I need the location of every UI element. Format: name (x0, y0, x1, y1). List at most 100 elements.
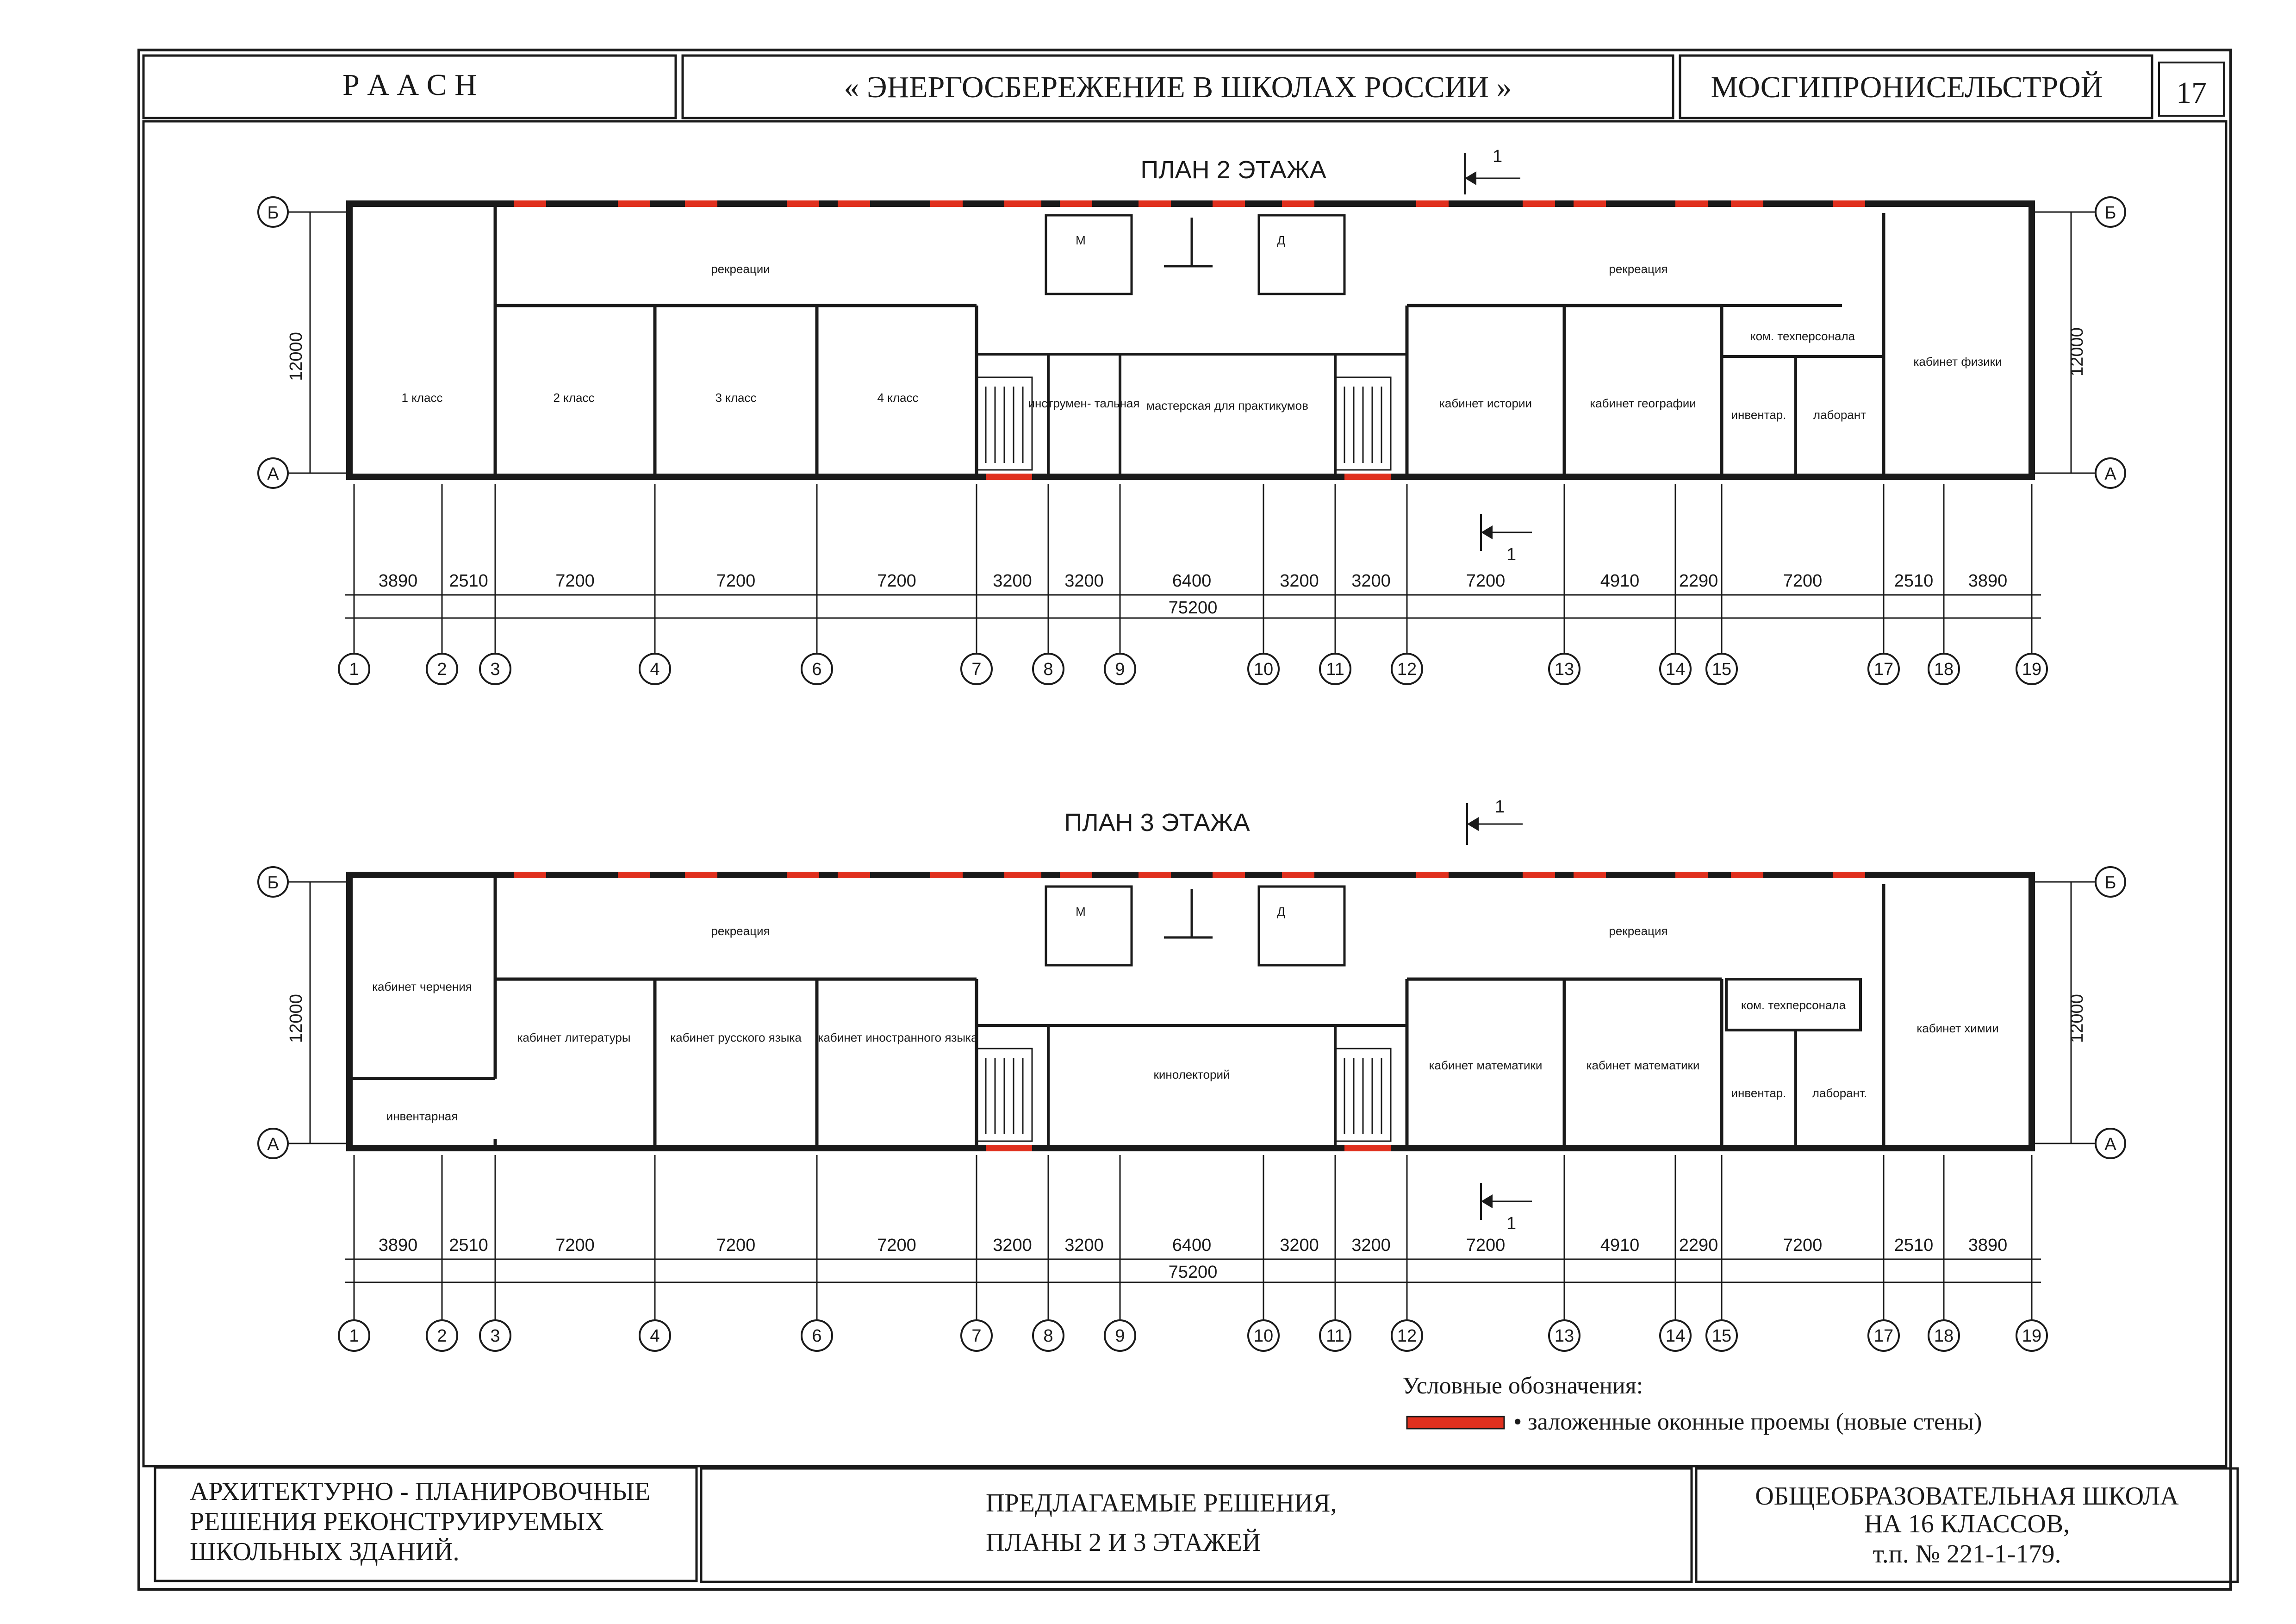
svg-text:1: 1 (1493, 147, 1502, 166)
infilled-window (1139, 200, 1171, 207)
infilled-window (1004, 200, 1041, 207)
width-dimension: 12000 (2067, 327, 2087, 376)
span-dimension: 2510 (449, 571, 488, 591)
footer-right-line: ОБЩЕОБРАЗОВАТЕЛЬНАЯ ШКОЛА (1755, 1482, 2179, 1511)
infilled-window (986, 1145, 1032, 1151)
axis-bubble (426, 1319, 458, 1352)
axis-bubble (426, 653, 458, 685)
axis-label: 12 (1397, 660, 1417, 679)
span-dimension: 7200 (1466, 571, 1506, 591)
axis-label: 19 (2022, 1326, 2041, 1346)
infilled-window (1213, 200, 1245, 207)
room-label: кабинет истории (1439, 396, 1532, 410)
span-dimension: 2290 (1679, 1236, 1718, 1255)
axis-bubble (1867, 1319, 1900, 1352)
floor-plan-3: ПЛАН 3 ЭТАЖА 1 (257, 797, 2126, 1352)
axis-bubble (479, 653, 511, 685)
infilled-window (514, 872, 546, 878)
room-label: рекреация (1609, 262, 1668, 276)
axis-label: 1 (349, 1326, 359, 1346)
infilled-window (1675, 872, 1708, 878)
room-label: рекреация (711, 924, 770, 938)
axis-bubble (960, 653, 993, 685)
infilled-window (618, 872, 650, 878)
axis-bubble (1104, 653, 1136, 685)
header-title: « ЭНЕРГОСБЕРЕЖЕНИЕ В ШКОЛАХ РОССИИ » (844, 70, 1512, 104)
axis-bubble (1705, 1319, 1738, 1352)
infilled-window (1004, 872, 1041, 878)
axis-label: 12 (1397, 1326, 1417, 1346)
axis-bubble (1928, 653, 1960, 685)
room-label: мастерская для практикумов (1146, 399, 1308, 412)
total-dimension: 75200 (1169, 598, 1218, 618)
stair-east (1334, 1048, 1392, 1142)
axis-bubble (1319, 653, 1351, 685)
axis-bubble (960, 1319, 993, 1352)
infilled-window (787, 200, 819, 207)
svg-text:Б: Б (2105, 873, 2116, 893)
span-dimension: 3200 (993, 571, 1032, 591)
dimension-chain: 1389022510372004720067200732008320096400… (338, 484, 2048, 685)
axis-label: 18 (1934, 1326, 1954, 1346)
footer-mid-line: ПРЕДЛАГАЕМЫЕ РЕШЕНИЯ, (986, 1489, 1337, 1518)
span-dimension: 7200 (1783, 1236, 1823, 1255)
room-label: 3 класс (716, 391, 757, 405)
infilled-window (1139, 872, 1171, 878)
axis-bubble (1104, 1319, 1136, 1352)
room-label: кинолекторий (1153, 1068, 1230, 1081)
axis-bubble (1867, 653, 1900, 685)
infilled-window (787, 872, 819, 878)
width-dimension: 12000 (286, 994, 306, 1043)
infilled-window (1416, 200, 1449, 207)
infilled-window (1731, 200, 1763, 207)
axis-a-right: А (2032, 457, 2126, 489)
infilled-window (1060, 872, 1092, 878)
span-dimension: 7200 (877, 571, 916, 591)
room-label: кабинет иностранного языка (818, 1031, 978, 1044)
axis-a-left: А (257, 457, 349, 489)
svg-text:А: А (267, 1135, 279, 1154)
infilled-window (1574, 872, 1606, 878)
footer-left-line: РЕШЕНИЯ РЕКОНСТРУИРУЕМЫХ (190, 1507, 604, 1536)
infilled-window (685, 872, 717, 878)
axis-bubble (2016, 653, 2048, 685)
width-dimension: 12000 (286, 332, 306, 381)
legend-swatch (1406, 1416, 1505, 1430)
axis-label: 14 (1666, 660, 1685, 679)
infilled-window (986, 474, 1032, 480)
axis-label: 9 (1115, 1326, 1125, 1346)
span-dimension: 6400 (1172, 571, 1212, 591)
infilled-window (1833, 872, 1865, 878)
svg-text:А: А (2104, 464, 2116, 484)
floor-plan-2: ПЛАН 2 ЭТАЖА 1 (257, 147, 2126, 685)
room-label: рекреации (711, 262, 770, 276)
room-label: кабинет физики (1913, 355, 2002, 369)
axis-label: 19 (2022, 660, 2041, 679)
axis-b-left: Б (257, 196, 349, 228)
axis-label: 11 (1326, 1326, 1344, 1346)
axis-label: 3 (490, 660, 500, 679)
infilled-window (1344, 474, 1391, 480)
axis-label: 8 (1043, 660, 1053, 679)
header-institute: МОСГИПРОНИСЕЛЬСТРОЙ (1711, 70, 2103, 104)
axis-label: 15 (1712, 1326, 1731, 1346)
footer-left-line: АРХИТЕКТУРНО - ПЛАНИРОВОЧНЫЕ (190, 1477, 650, 1506)
room-label: инвентарная (386, 1109, 458, 1123)
infilled-window (1574, 200, 1606, 207)
axis-label: 18 (1934, 660, 1954, 679)
svg-text:Б: Б (2105, 203, 2116, 223)
room-label: инструмен- тальная (1028, 396, 1140, 410)
width-dimension: 12000 (2067, 994, 2087, 1043)
infilled-window (618, 200, 650, 207)
svg-text:Б: Б (268, 873, 279, 893)
room-label: кабинет русского языка (670, 1031, 802, 1044)
axis-bubble (801, 1319, 833, 1352)
span-dimension: 7200 (877, 1236, 916, 1255)
axis-bubble (801, 653, 833, 685)
room-label: 2 класс (554, 391, 595, 405)
axis-b-left: Б (257, 866, 349, 898)
axis-label: 2 (437, 660, 447, 679)
room-label: инвентар. (1731, 408, 1786, 422)
span-dimension: 6400 (1172, 1236, 1212, 1255)
